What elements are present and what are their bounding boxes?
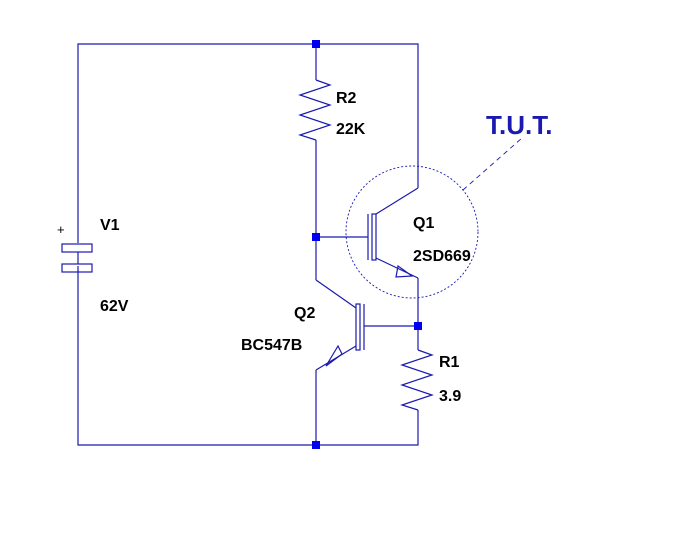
q2-name-label: Q2 <box>294 305 315 322</box>
transistor-q2 <box>315 279 365 371</box>
tut-highlight-circle <box>345 165 479 299</box>
junction-emitter-node <box>414 322 422 330</box>
r2-value-label: 22K <box>336 121 366 138</box>
q1-name-label: Q1 <box>413 215 434 232</box>
junctions <box>312 40 422 449</box>
v1-name-label: V1 <box>100 217 120 234</box>
junction-base-node <box>312 233 320 241</box>
q2-collector <box>315 279 357 309</box>
battery-plus-sign: + <box>57 222 65 237</box>
r2-name-label: R2 <box>336 90 357 107</box>
q1-collector <box>375 187 419 215</box>
q2-emitter-arrow <box>325 344 343 367</box>
q2-value-label: BC547B <box>241 337 302 354</box>
r1-value-label: 3.9 <box>439 388 461 405</box>
resistor-r1 <box>400 349 434 411</box>
junction-bottom <box>312 441 320 449</box>
wires <box>77 43 419 446</box>
r1-name-label: R1 <box>439 354 460 371</box>
battery-v1: + <box>57 222 93 273</box>
q1-emitter-arrow <box>395 264 414 278</box>
tut-annotation-label: T.U.T. <box>486 110 552 140</box>
transistor-q1 <box>367 187 419 279</box>
wire-bottom-rail <box>77 266 419 446</box>
q1-emitter <box>375 257 419 279</box>
q1-value-label: 2SD669 <box>413 248 471 265</box>
tut-leader-line <box>462 137 523 191</box>
v1-value-label: 62V <box>100 298 129 315</box>
wire-top-rail <box>77 43 419 243</box>
resistor-r2 <box>298 79 332 141</box>
junction-top <box>312 40 320 48</box>
